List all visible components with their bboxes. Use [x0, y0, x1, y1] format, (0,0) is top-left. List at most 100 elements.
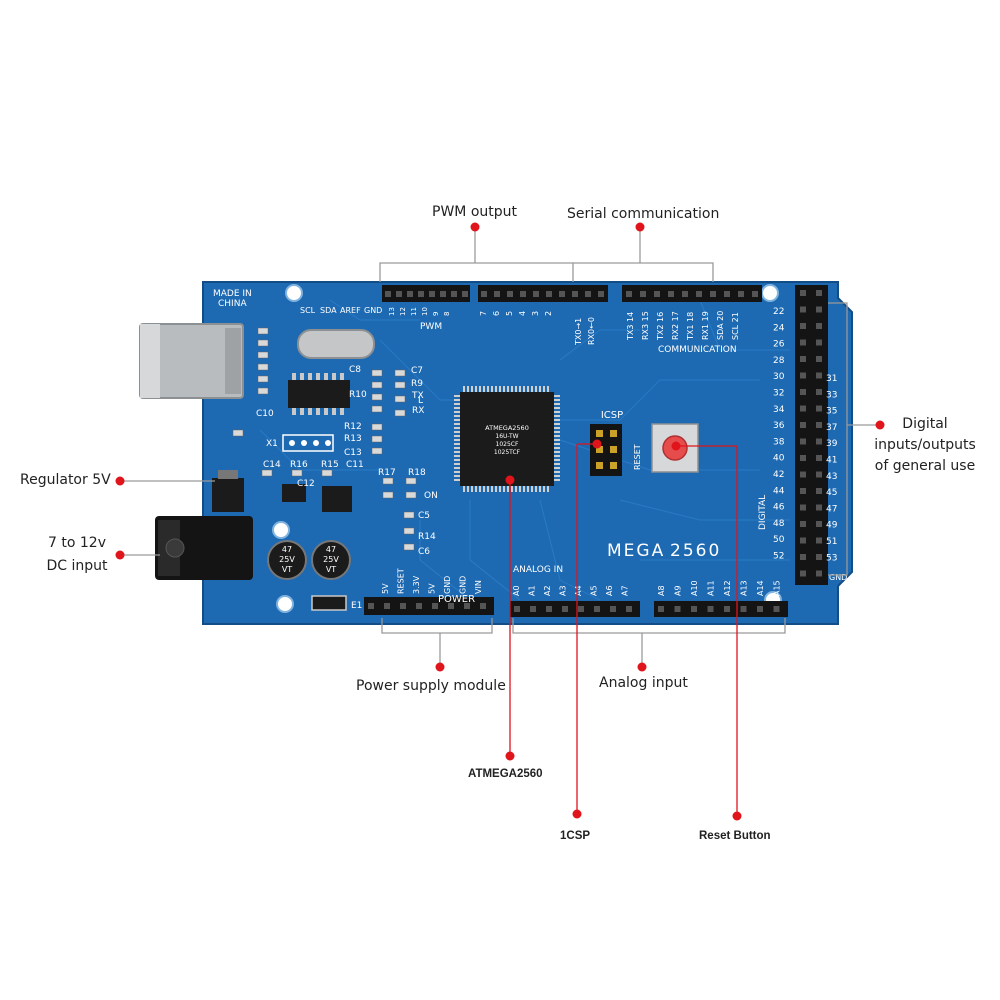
chip-pin: [475, 486, 477, 492]
pwm-header-right: [478, 285, 608, 302]
header-pin-hole: [816, 537, 822, 544]
comm-pin-label: TX2 16: [656, 312, 665, 341]
mounting-hole: [276, 595, 294, 613]
pwm-pin-label: 9: [432, 312, 440, 316]
analog-pin-label: A6: [605, 585, 614, 596]
digital-pin-label: 28: [773, 356, 785, 366]
chip-pin: [454, 395, 460, 397]
digital-pin-label: 46: [773, 503, 785, 513]
chip-pin: [454, 471, 460, 473]
smd-part: [257, 351, 269, 359]
header-pin-hole: [429, 291, 435, 297]
made-in-label-2: CHINA: [218, 299, 247, 309]
chip-pin: [454, 443, 460, 445]
chip-pin: [511, 386, 513, 392]
comm-board-label: COMMUNICATION: [658, 345, 737, 355]
header-pin-hole: [520, 291, 526, 297]
header-pin-hole: [800, 521, 806, 527]
component-label: R10: [349, 390, 367, 400]
chip-pin: [511, 486, 513, 492]
analog-pin-label: A1: [528, 585, 537, 596]
chip-pin: [523, 486, 525, 492]
header-pin-hole: [658, 606, 664, 612]
component-label: R9: [411, 379, 423, 389]
pwm-header-left: [382, 285, 470, 302]
analog-pin-label: A11: [707, 580, 716, 596]
chip-pin: [554, 479, 560, 481]
component-label: C10: [256, 409, 274, 419]
chip-pin: [554, 427, 560, 429]
digital-pin-label: 52: [773, 552, 784, 562]
chip-pin: [531, 386, 533, 392]
icsp-header: [590, 424, 622, 476]
header-pin-hole: [710, 291, 716, 297]
chip-pin: [463, 386, 465, 392]
regulator-dot: [115, 476, 125, 486]
header-pin-hole: [668, 291, 674, 297]
pcb-traces: [259, 299, 790, 601]
atmega2560-label: ATMEGA2560: [468, 768, 543, 780]
smd-part: [257, 339, 269, 347]
digital-pin-label: 35: [826, 407, 837, 417]
component-label: C11: [346, 460, 364, 470]
component-label: R15: [321, 460, 339, 470]
header-pin-hole: [533, 291, 539, 297]
chip-pin: [554, 423, 560, 425]
voltage-regulator: [212, 478, 244, 512]
chip-pin: [547, 386, 549, 392]
mounting-holes: [272, 284, 782, 613]
serial-dot: [635, 222, 645, 232]
chip-pin: [554, 439, 560, 441]
smd-part: [261, 469, 273, 477]
icsp-label: 1CSP: [560, 830, 591, 842]
header-pin-hole: [578, 606, 584, 612]
pwm-pin-label: 4: [518, 311, 527, 316]
smd-part: [291, 469, 303, 477]
power-board-label: POWER: [438, 594, 475, 605]
digital-pin-label: 36: [773, 421, 785, 431]
chip-pin: [454, 415, 460, 417]
chip-marking-2: 16U-TW: [495, 433, 518, 440]
digital-pin-label: 48: [773, 519, 785, 529]
header-pin-hole: [585, 291, 591, 297]
chip-pin: [554, 471, 560, 473]
pwm-bracket: [379, 262, 574, 282]
digital-pin-label: 50: [773, 535, 785, 545]
header-pin-hole: [816, 438, 822, 445]
cap-text-3: VT: [326, 565, 336, 574]
analog-pin-label: A15: [773, 580, 782, 596]
header-pin-hole: [816, 323, 822, 329]
digital-pin-label: 47: [826, 504, 837, 514]
header-pin-hole: [816, 455, 822, 461]
header-pin-hole: [800, 372, 806, 379]
atmega2560-chip: [460, 392, 554, 486]
chip-pin: [554, 447, 560, 449]
dc-input-line-1: 7 to 12v: [48, 535, 106, 551]
digital-pin-label: 39: [826, 439, 838, 449]
power-pin-label: GND: [459, 576, 468, 594]
pwm-pin-label: 13: [388, 307, 396, 316]
chip-pin: [475, 386, 477, 392]
header-pin-hole: [451, 291, 457, 297]
header-pin-hole: [494, 291, 500, 297]
header-pin-hole: [464, 603, 470, 609]
component-label: X1: [266, 439, 278, 449]
chip-pin: [471, 486, 473, 492]
analog-board-label: ANALOG IN: [513, 565, 563, 575]
red-leader-lines: [509, 443, 738, 816]
header-pin-hole: [724, 606, 730, 612]
digital-pin-label: 40: [773, 454, 785, 464]
header-pin-hole: [816, 504, 822, 511]
header-pin-hole: [757, 606, 763, 612]
analog-pin-label: A12: [723, 580, 732, 596]
crystal-oscillator: [297, 329, 375, 359]
component-label: R12: [344, 422, 362, 432]
header-pin-hole: [800, 290, 806, 296]
component-label: R17: [378, 468, 396, 478]
pwm-pin-label: 8: [443, 312, 451, 316]
top-left-pin-label: SCL: [300, 306, 316, 315]
jumper-header: [282, 434, 334, 452]
chip-marking-4: 1025TCF: [494, 449, 521, 456]
icsp-pin: [596, 430, 603, 437]
